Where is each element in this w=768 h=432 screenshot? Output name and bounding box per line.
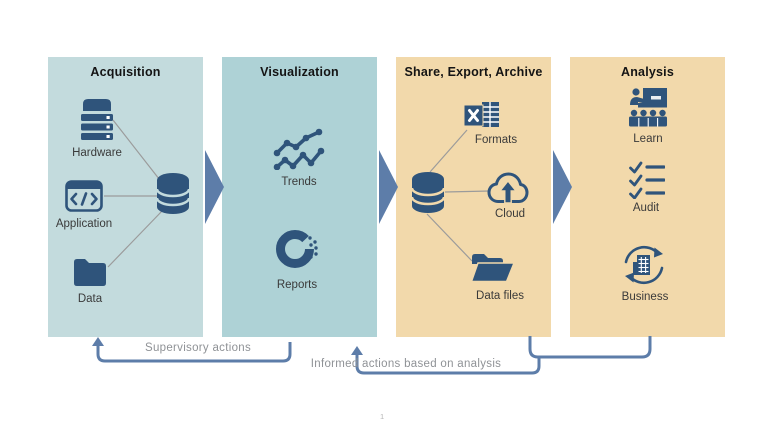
item-label-hardware: Hardware	[72, 147, 122, 159]
panel-title-share-export-archive: Share, Export, Archive	[404, 65, 543, 79]
open-folder-icon	[470, 254, 515, 283]
item-label-reports: Reports	[276, 279, 318, 291]
flow-arrow-icon	[205, 150, 224, 224]
connector-lines-share	[426, 129, 491, 262]
business-cycle-icon	[624, 245, 664, 285]
flow-arrow-icon	[553, 150, 572, 224]
item-label-cloud: Cloud	[494, 208, 526, 220]
flow-arrow-icon	[379, 150, 398, 224]
item-label-learn: Learn	[633, 133, 663, 145]
item-label-trends: Trends	[281, 176, 317, 188]
supervisory-feedback-bracket	[92, 337, 292, 363]
donut-chart-icon	[276, 230, 318, 268]
panel-title-acquisition: Acquisition	[90, 65, 161, 79]
informed-actions-label: Informed actions based on analysis	[310, 358, 502, 370]
item-label-data: Data	[77, 293, 103, 305]
item-label-data-files: Data files	[476, 290, 524, 302]
cloud-upload-icon	[487, 172, 529, 204]
trend-lines-icon	[273, 128, 325, 170]
panel-title-visualization: Visualization	[260, 65, 339, 79]
code-window-icon	[65, 180, 103, 212]
item-label-formats: Formats	[474, 134, 518, 146]
connector-lines-acquisition	[104, 119, 164, 268]
classroom-icon	[629, 88, 667, 127]
item-label-business: Business	[621, 291, 669, 303]
excel-spreadsheet-icon	[463, 102, 499, 127]
page-number: 1	[380, 412, 385, 421]
checklist-icon	[629, 161, 665, 199]
panel-title-analysis: Analysis	[620, 65, 675, 79]
server-icon	[81, 99, 113, 140]
supervisory-actions-label: Supervisory actions	[144, 342, 252, 354]
database-icon	[411, 172, 445, 213]
panel-visualization: Visualization	[222, 57, 377, 337]
folder-icon	[74, 259, 106, 286]
informed-feedback-bracket	[351, 336, 652, 375]
item-label-application: Application	[55, 218, 113, 230]
item-label-audit: Audit	[632, 202, 660, 214]
database-icon	[156, 173, 190, 214]
